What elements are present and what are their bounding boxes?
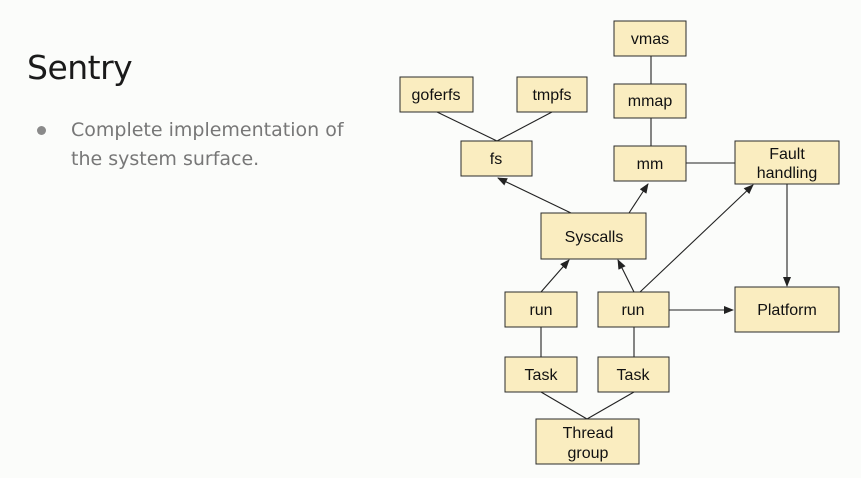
node-tmpfs: tmpfs xyxy=(516,76,588,113)
node-box xyxy=(597,291,670,328)
arrow-syscalls-fs xyxy=(497,177,572,214)
node-task-2: Task xyxy=(597,356,670,393)
node-run-2: run xyxy=(597,291,670,328)
arrow-syscalls-mm xyxy=(628,183,649,214)
diagram-arrows xyxy=(497,177,791,314)
node-label: tmpfs xyxy=(532,87,571,104)
node-label: Task xyxy=(525,367,559,384)
node-box xyxy=(734,140,840,185)
node-box xyxy=(613,145,687,182)
node-label: Fault xyxy=(769,146,805,163)
node-task-1: Task xyxy=(504,356,578,393)
node-thread-group: Thread group xyxy=(535,418,640,465)
node-fs: fs xyxy=(460,140,533,177)
node-mm: mm xyxy=(613,145,687,182)
node-label: Syscalls xyxy=(565,229,624,246)
node-box xyxy=(597,356,670,393)
edge-goferfs-fs xyxy=(436,111,498,142)
node-vmas: vmas xyxy=(613,20,687,57)
node-box xyxy=(399,76,474,113)
bullet-list: Complete implementation of the system su… xyxy=(36,116,366,174)
node-box xyxy=(504,356,578,393)
node-label: group xyxy=(568,445,609,462)
node-label: Task xyxy=(617,367,651,384)
node-label: Platform xyxy=(757,302,817,319)
arrow-run2-syscalls xyxy=(617,259,635,293)
node-label: run xyxy=(529,302,552,319)
diagram-edges xyxy=(436,56,735,420)
node-platform: Platform xyxy=(734,286,840,333)
arrow-run2-fault xyxy=(639,184,754,293)
edge-tmpfs-fs xyxy=(496,111,553,142)
node-box xyxy=(540,212,647,260)
node-box xyxy=(535,418,640,465)
arrow-run1-syscalls xyxy=(540,259,570,293)
node-box xyxy=(613,83,687,119)
node-label: vmas xyxy=(631,31,669,48)
node-box xyxy=(460,140,533,177)
node-label: fs xyxy=(490,151,502,168)
node-label: handling xyxy=(757,165,818,182)
node-box xyxy=(516,76,588,113)
node-box xyxy=(504,291,578,328)
node-box xyxy=(613,20,687,57)
node-label: mm xyxy=(637,156,664,173)
bullet-dot-icon xyxy=(37,126,46,135)
node-goferfs: goferfs xyxy=(399,76,474,113)
edge-task1-threadgroup xyxy=(540,391,588,420)
edge-task2-threadgroup xyxy=(586,391,635,420)
node-box xyxy=(734,286,840,333)
bullet-item: Complete implementation of the system su… xyxy=(36,116,366,174)
slide-title: Sentry xyxy=(27,48,133,87)
node-label: goferfs xyxy=(412,87,461,104)
node-label: run xyxy=(621,302,644,319)
bullet-text: Complete implementation of the system su… xyxy=(71,119,344,170)
node-fault-handling: Fault handling xyxy=(734,140,840,185)
node-syscalls: Syscalls xyxy=(540,212,647,260)
node-label: Thread xyxy=(563,425,614,442)
node-mmap: mmap xyxy=(613,83,687,119)
node-run-1: run xyxy=(504,291,578,328)
node-label: mmap xyxy=(628,93,673,110)
